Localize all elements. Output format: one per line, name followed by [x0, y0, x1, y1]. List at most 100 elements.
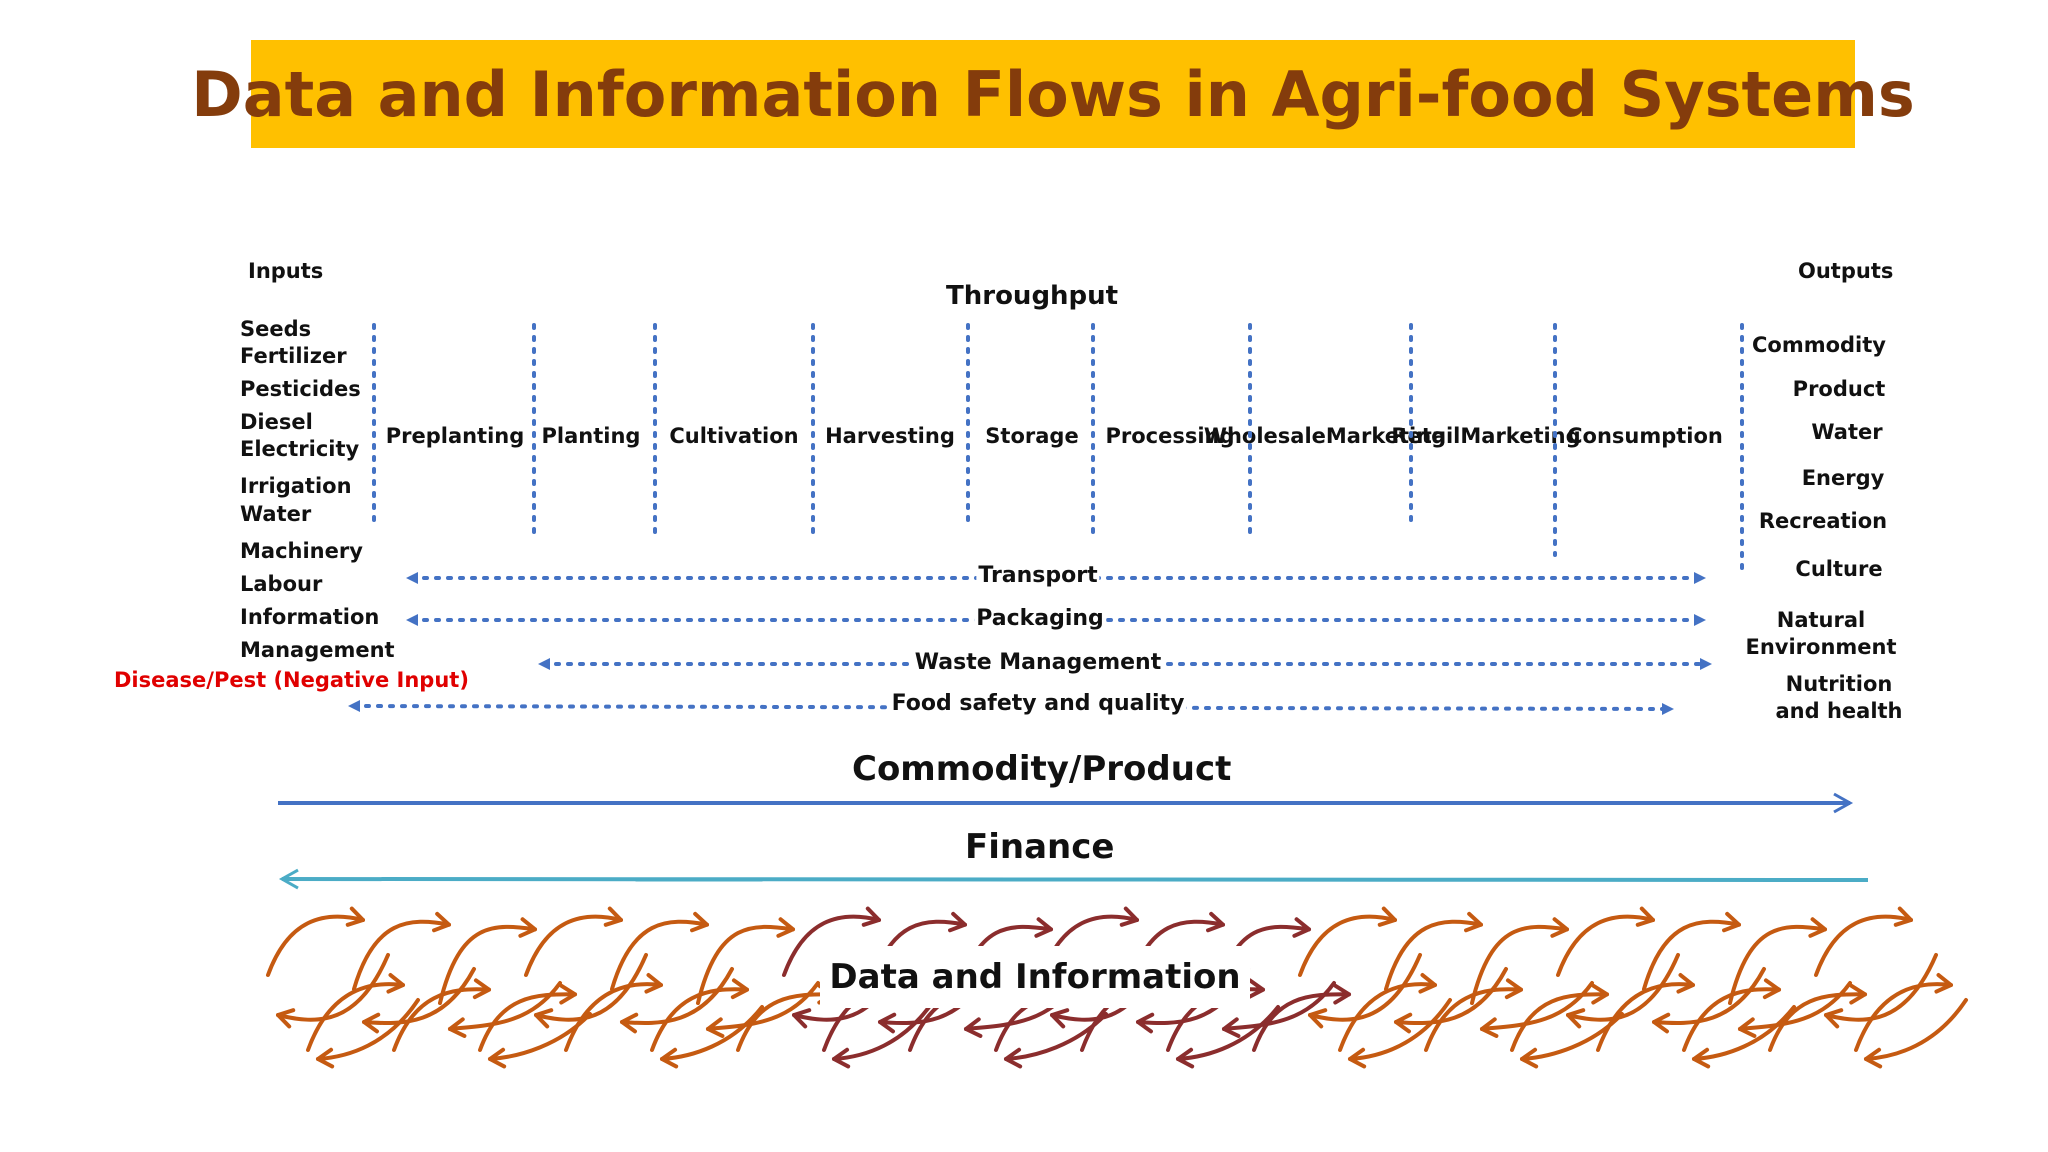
data-arrow-head	[1504, 978, 1523, 1000]
data-information-label: Data and Information	[820, 946, 1250, 1008]
data-arrow-head	[1176, 1047, 1195, 1069]
data-arrow-curve	[1652, 967, 1766, 1026]
data-arrow-head	[861, 906, 881, 927]
data-arrow-curve	[1682, 987, 1781, 1052]
data-arrow-head	[1394, 1012, 1413, 1034]
output-item: Energy	[1801, 466, 1885, 490]
data-arrow-head	[1377, 906, 1397, 927]
negative-input-label: Disease/Pest (Negative Input)	[114, 668, 469, 692]
commodity-product-label: Commodity/Product	[852, 749, 1232, 789]
input-item: Management	[240, 638, 395, 662]
outputs-header: Outputs	[1798, 259, 1894, 283]
stage-processing: Processing	[1105, 424, 1235, 448]
data-arrow-head	[448, 1017, 467, 1038]
data-arrow-curve	[266, 914, 365, 977]
data-arrow-curve	[478, 992, 577, 1052]
data-arrow-head	[1246, 978, 1265, 1000]
finance-arrow	[278, 868, 1869, 890]
data-arrow-head	[620, 1012, 639, 1034]
throughput-header: Throughput	[946, 281, 1119, 311]
data-arrow-curve	[1298, 914, 1397, 977]
input-item: Diesel	[240, 410, 313, 434]
transport-label: Transport	[976, 563, 1100, 588]
data-arrow-head	[1591, 983, 1609, 1005]
data-arrow-head	[316, 1047, 335, 1069]
data-arrow-curve	[1384, 919, 1483, 991]
data-arrow-curve	[1470, 924, 1569, 1005]
input-item: Information	[240, 605, 380, 629]
input-item: Labour	[240, 572, 323, 596]
data-arrow-curve	[610, 919, 709, 991]
packaging-label: Packaging	[974, 606, 1106, 631]
data-arrow-curve	[1642, 919, 1741, 991]
output-item: Product	[1792, 377, 1886, 401]
data-arrow-curve	[1854, 982, 1953, 1052]
data-arrow-head	[362, 1012, 381, 1034]
data-arrow-head	[964, 1017, 983, 1038]
data-arrow-head	[518, 917, 537, 938]
data-arrow-curve	[534, 953, 648, 1022]
data-arrow-curve	[392, 987, 491, 1052]
data-arrow-curve	[1556, 914, 1655, 977]
data-arrow-curve	[1864, 998, 1968, 1061]
data-arrow-curve	[1566, 953, 1680, 1022]
input-item: Fertilizer	[240, 344, 347, 368]
waste-management-label: Waste Management	[912, 650, 1164, 675]
data-arrow-curve	[782, 914, 881, 977]
data-arrow-head	[1738, 1017, 1757, 1038]
data-arrow-head	[1849, 983, 1867, 1005]
data-arrow-curve	[1596, 982, 1695, 1052]
input-item: Electricity	[240, 437, 360, 461]
data-arrow-head	[1762, 978, 1781, 1000]
data-arrow-head	[776, 917, 795, 938]
data-arrow-head	[1808, 917, 1827, 938]
data-arrow-curve	[1308, 953, 1422, 1022]
data-arrow-head	[1333, 983, 1351, 1005]
data-arrow-head	[432, 911, 451, 933]
data-arrow-curve	[1814, 914, 1913, 977]
data-arrow-head	[1676, 973, 1695, 994]
data-arrow-curve	[362, 967, 476, 1026]
output-item: Recreation	[1758, 509, 1888, 533]
data-arrow-head	[1864, 1047, 1883, 1069]
data-arrow-head	[792, 1008, 812, 1029]
data-arrow-head	[660, 1047, 679, 1069]
stage-storage: Storage	[985, 424, 1079, 448]
data-arrow-curve	[736, 992, 835, 1052]
data-arrow-head	[1635, 906, 1655, 927]
inputs-header: Inputs	[248, 259, 324, 283]
data-arrow-head	[386, 973, 405, 994]
data-arrow-head	[1824, 1008, 1844, 1029]
input-item: Pesticides	[240, 377, 361, 401]
finance-label: Finance	[965, 827, 1115, 867]
data-arrow-curve	[1768, 992, 1867, 1052]
page-title: Data and Information Flows in Agri-food …	[191, 57, 1915, 131]
data-arrow-curve	[1424, 987, 1523, 1052]
stage-cultivation: Cultivation	[669, 424, 799, 448]
stage-harvesting: Harvesting	[825, 424, 955, 448]
data-arrow-head	[1566, 1008, 1586, 1029]
data-arrow-head	[1464, 911, 1483, 933]
data-arrow-head	[1722, 911, 1741, 933]
data-arrow-curve	[438, 924, 537, 1005]
data-arrow-head	[1222, 1017, 1241, 1038]
data-arrow-curve	[1394, 967, 1508, 1026]
food-safety-label: Food safety and quality	[889, 691, 1187, 716]
data-arrow-head	[534, 1008, 554, 1029]
data-arrow-head	[603, 906, 623, 927]
data-arrow-head	[1692, 1047, 1711, 1069]
data-arrow-head	[644, 973, 663, 994]
data-arrow-curve	[316, 998, 420, 1061]
data-arrow-curve	[650, 987, 749, 1052]
data-arrow-head	[1348, 1047, 1367, 1069]
data-arrow-head	[1652, 1012, 1671, 1034]
data-arrow-curve	[1510, 992, 1609, 1052]
data-arrow-curve	[1338, 982, 1437, 1052]
data-arrow-head	[1034, 917, 1053, 938]
data-arrow-head	[1206, 911, 1225, 933]
data-arrow-curve	[1728, 924, 1827, 1005]
input-item: Irrigation	[240, 474, 352, 498]
data-arrow-head	[1480, 1017, 1499, 1038]
